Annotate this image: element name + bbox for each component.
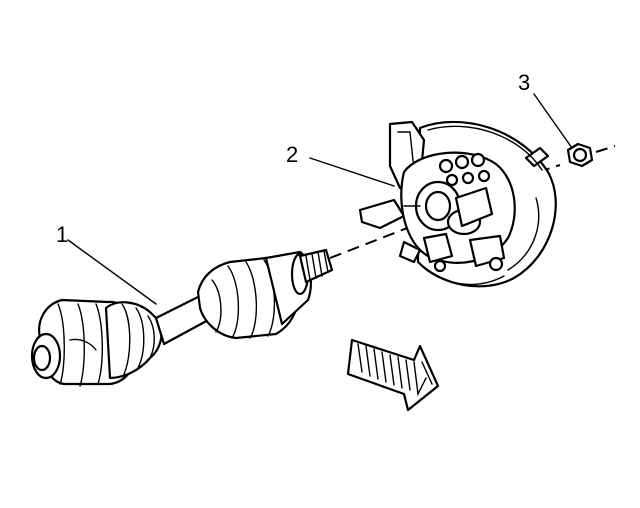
leader-line-2 [309,157,395,187]
inner-cv-boot [104,301,163,380]
front-direction-arrow [346,338,440,412]
callout-2: 2 [286,142,298,167]
callout-3: 3 [518,70,530,95]
callout-1: 1 [56,222,68,247]
leader-line-1 [67,239,157,305]
leader-line-3 [533,93,573,149]
axle-nut [566,142,594,168]
splined-stub-shaft [298,248,334,284]
leader-lines [67,93,573,305]
steering-knuckle-hub [358,120,557,288]
drive-axle-shaft [30,248,334,387]
